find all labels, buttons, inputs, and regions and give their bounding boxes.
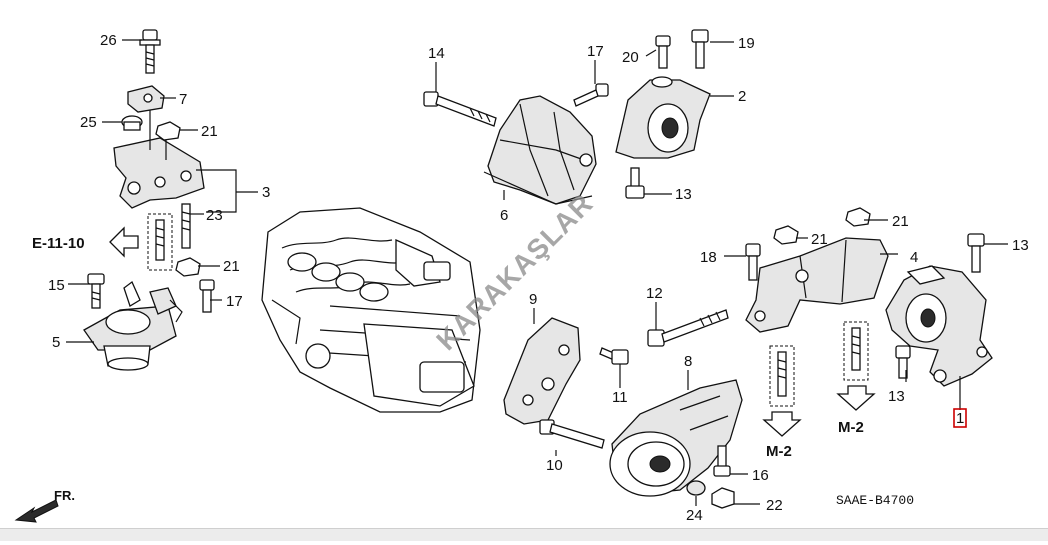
callout-11: 11 (612, 389, 628, 406)
bolt-16-icon (713, 445, 731, 477)
reference-e-11-10: E-11-10 (32, 235, 85, 252)
bracket-9-icon (503, 317, 581, 425)
callout-25: 25 (80, 114, 97, 131)
bolt-14-icon (423, 91, 497, 127)
mount-2-group (615, 29, 711, 199)
callout-21-a: 21 (201, 123, 218, 140)
washer-24-icon (686, 480, 706, 496)
bolt-15-icon (87, 273, 105, 309)
callout-12: 12 (646, 285, 663, 302)
reference-m-2-right: M-2 (838, 419, 864, 436)
arrow-m2-right-icon (836, 385, 876, 411)
callout-21-c: 21 (892, 213, 909, 230)
bolt-11-icon (599, 347, 629, 365)
callout-22: 22 (766, 497, 783, 514)
bolt-10-icon (539, 419, 605, 449)
callout-1: 1 (956, 410, 964, 427)
arrow-left-icon (109, 226, 139, 258)
callout-13-b: 13 (1012, 237, 1029, 254)
nut-22-icon (711, 487, 735, 509)
callout-26: 26 (100, 32, 117, 49)
e-11-10-reference (109, 226, 139, 258)
bolt-12-icon (647, 309, 729, 347)
front-label: FR. (54, 488, 75, 503)
mount-1-group (885, 233, 993, 387)
bolt-13-right-icon (967, 233, 985, 273)
callout-8: 8 (684, 353, 692, 370)
callout-16: 16 (752, 467, 769, 484)
bottom-strip (0, 528, 1048, 541)
mount-5-icon (83, 280, 183, 371)
callout-4: 4 (910, 249, 918, 266)
bracket-4-icon (745, 237, 889, 333)
callout-6: 6 (500, 207, 508, 224)
bolt-20-icon (655, 35, 671, 69)
bolt-18-icon (745, 243, 761, 281)
callout-21-d: 21 (811, 231, 828, 248)
arrow-m2-left-icon (762, 411, 802, 437)
bracket-4-group (745, 207, 889, 437)
callout-20: 20 (622, 49, 639, 66)
callout-19: 19 (738, 35, 755, 52)
callout-5: 5 (52, 334, 60, 351)
callout-17-b: 17 (587, 43, 604, 60)
left-mount-group (83, 29, 237, 371)
diagram-code: SAAE-B4700 (836, 493, 914, 508)
nut-21-lower-icon (175, 257, 201, 277)
callout-labels: 26 7 25 21 3 23 21 15 17 5 14 17 6 20 19… (48, 32, 1029, 524)
leader-lines (66, 39, 1008, 506)
callout-13-c: 13 (888, 388, 905, 405)
nut-21-top-icon (155, 121, 181, 141)
nut-21-mid-icon (773, 225, 799, 245)
callout-15: 15 (48, 277, 65, 294)
nut-21-right-icon (845, 207, 871, 227)
callout-10: 10 (546, 457, 563, 474)
callout-7: 7 (179, 91, 187, 108)
front-indicator (14, 499, 59, 523)
callout-18: 18 (700, 249, 717, 266)
callout-14: 14 (428, 45, 445, 62)
callout-1-highlight (953, 408, 967, 428)
callout-21-b: 21 (223, 258, 240, 275)
bolt-13-lower-icon (895, 345, 911, 379)
lower-mount-group (503, 309, 743, 509)
bolt-26-icon (139, 29, 161, 74)
callout-3: 3 (262, 184, 270, 201)
front-arrow-icon (14, 499, 59, 523)
bolt-19-icon (691, 29, 709, 69)
bolt-17-left-icon (199, 279, 215, 313)
bolt-17-top-icon (573, 83, 609, 107)
callout-9: 9 (529, 291, 537, 308)
callout-17-a: 17 (226, 293, 243, 310)
bracket-6-group (423, 83, 609, 205)
bolt-13-top-icon (625, 167, 645, 199)
callout-13-a: 13 (675, 186, 692, 203)
callout-23: 23 (206, 207, 223, 224)
callout-2: 2 (738, 88, 746, 105)
engine-block (261, 207, 481, 413)
reference-m-2-left: M-2 (766, 443, 792, 460)
bracket-6-icon (487, 95, 597, 205)
callout-24: 24 (686, 507, 703, 524)
